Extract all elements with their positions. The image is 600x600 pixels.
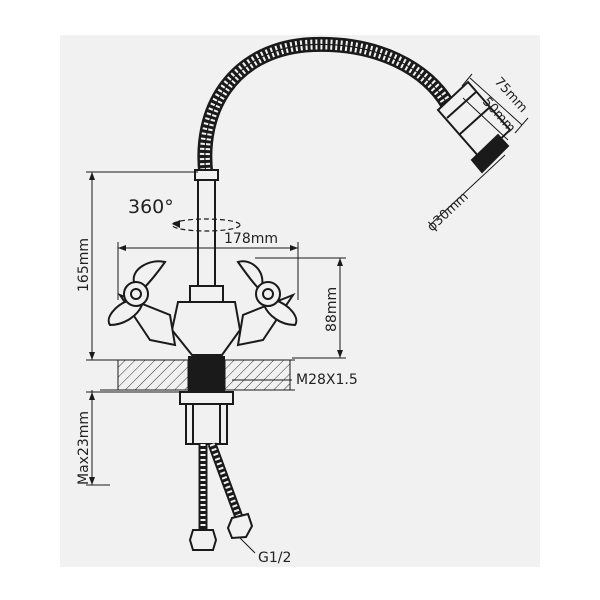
max-23-label: Max23mm: [76, 411, 92, 485]
supply-hoses: [188, 442, 254, 551]
thread-m28-label: M28X1.5: [296, 372, 358, 388]
thread-g12-label: G1/2: [258, 550, 291, 566]
countertop-section: [100, 356, 295, 392]
right-handle: [236, 260, 298, 327]
flexible-spout: [197, 36, 455, 176]
width-178-label: 178mm: [224, 231, 278, 247]
spout-tube: [194, 169, 219, 287]
rotation-label: 360°: [128, 196, 174, 218]
dimension-arrows: [89, 172, 343, 485]
height-165-label: 165mm: [76, 238, 92, 292]
mounting-nut: [179, 391, 234, 445]
mixer-body: [117, 285, 296, 356]
dimension-lines: [86, 73, 529, 554]
spray-head: [436, 80, 512, 174]
rotation-indicator: 360°: [128, 196, 241, 232]
left-handle: [107, 260, 167, 327]
diameter-30-label: ϕ30mm: [424, 190, 471, 235]
height-88-label: 88mm: [324, 287, 340, 332]
